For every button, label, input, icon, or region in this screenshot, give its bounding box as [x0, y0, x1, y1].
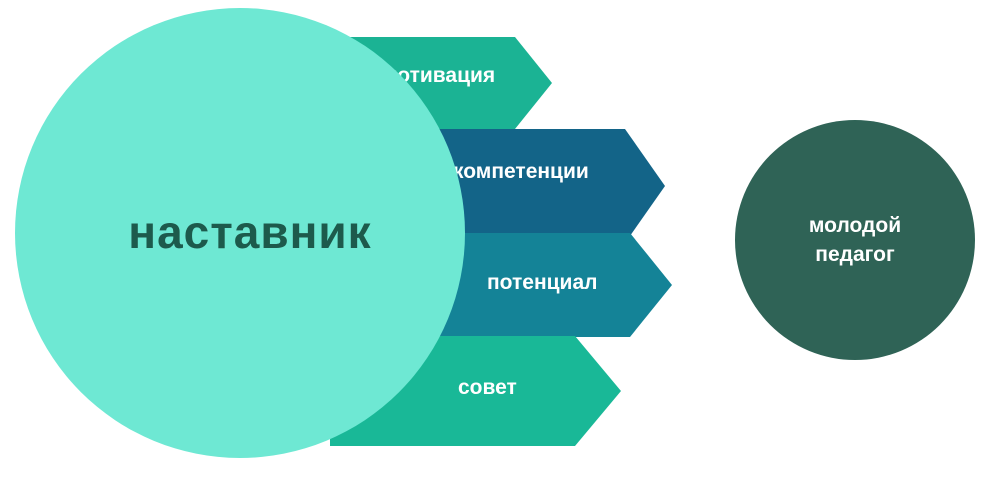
arrow-motivation-label: мотивация — [382, 64, 495, 87]
mentor-label: наставник — [128, 206, 371, 258]
arrow-competencies: компетенции — [425, 129, 665, 243]
arrow-potential: потенциал — [440, 233, 672, 337]
arrow-advice-label: совет — [458, 376, 517, 399]
mentor-node: наставник — [15, 8, 465, 458]
mentee-node: молодой педагог — [735, 120, 975, 360]
mentee-label-line1: молодой — [809, 214, 901, 237]
mentee-label-line2: педагог — [815, 243, 895, 266]
arrow-competencies-label: компетенции — [453, 160, 589, 183]
arrow-potential-shape — [440, 233, 672, 337]
arrow-competencies-shape — [425, 129, 665, 243]
mentor-circle — [15, 8, 465, 458]
arrow-potential-label: потенциал — [487, 271, 597, 294]
mentee-circle — [735, 120, 975, 360]
